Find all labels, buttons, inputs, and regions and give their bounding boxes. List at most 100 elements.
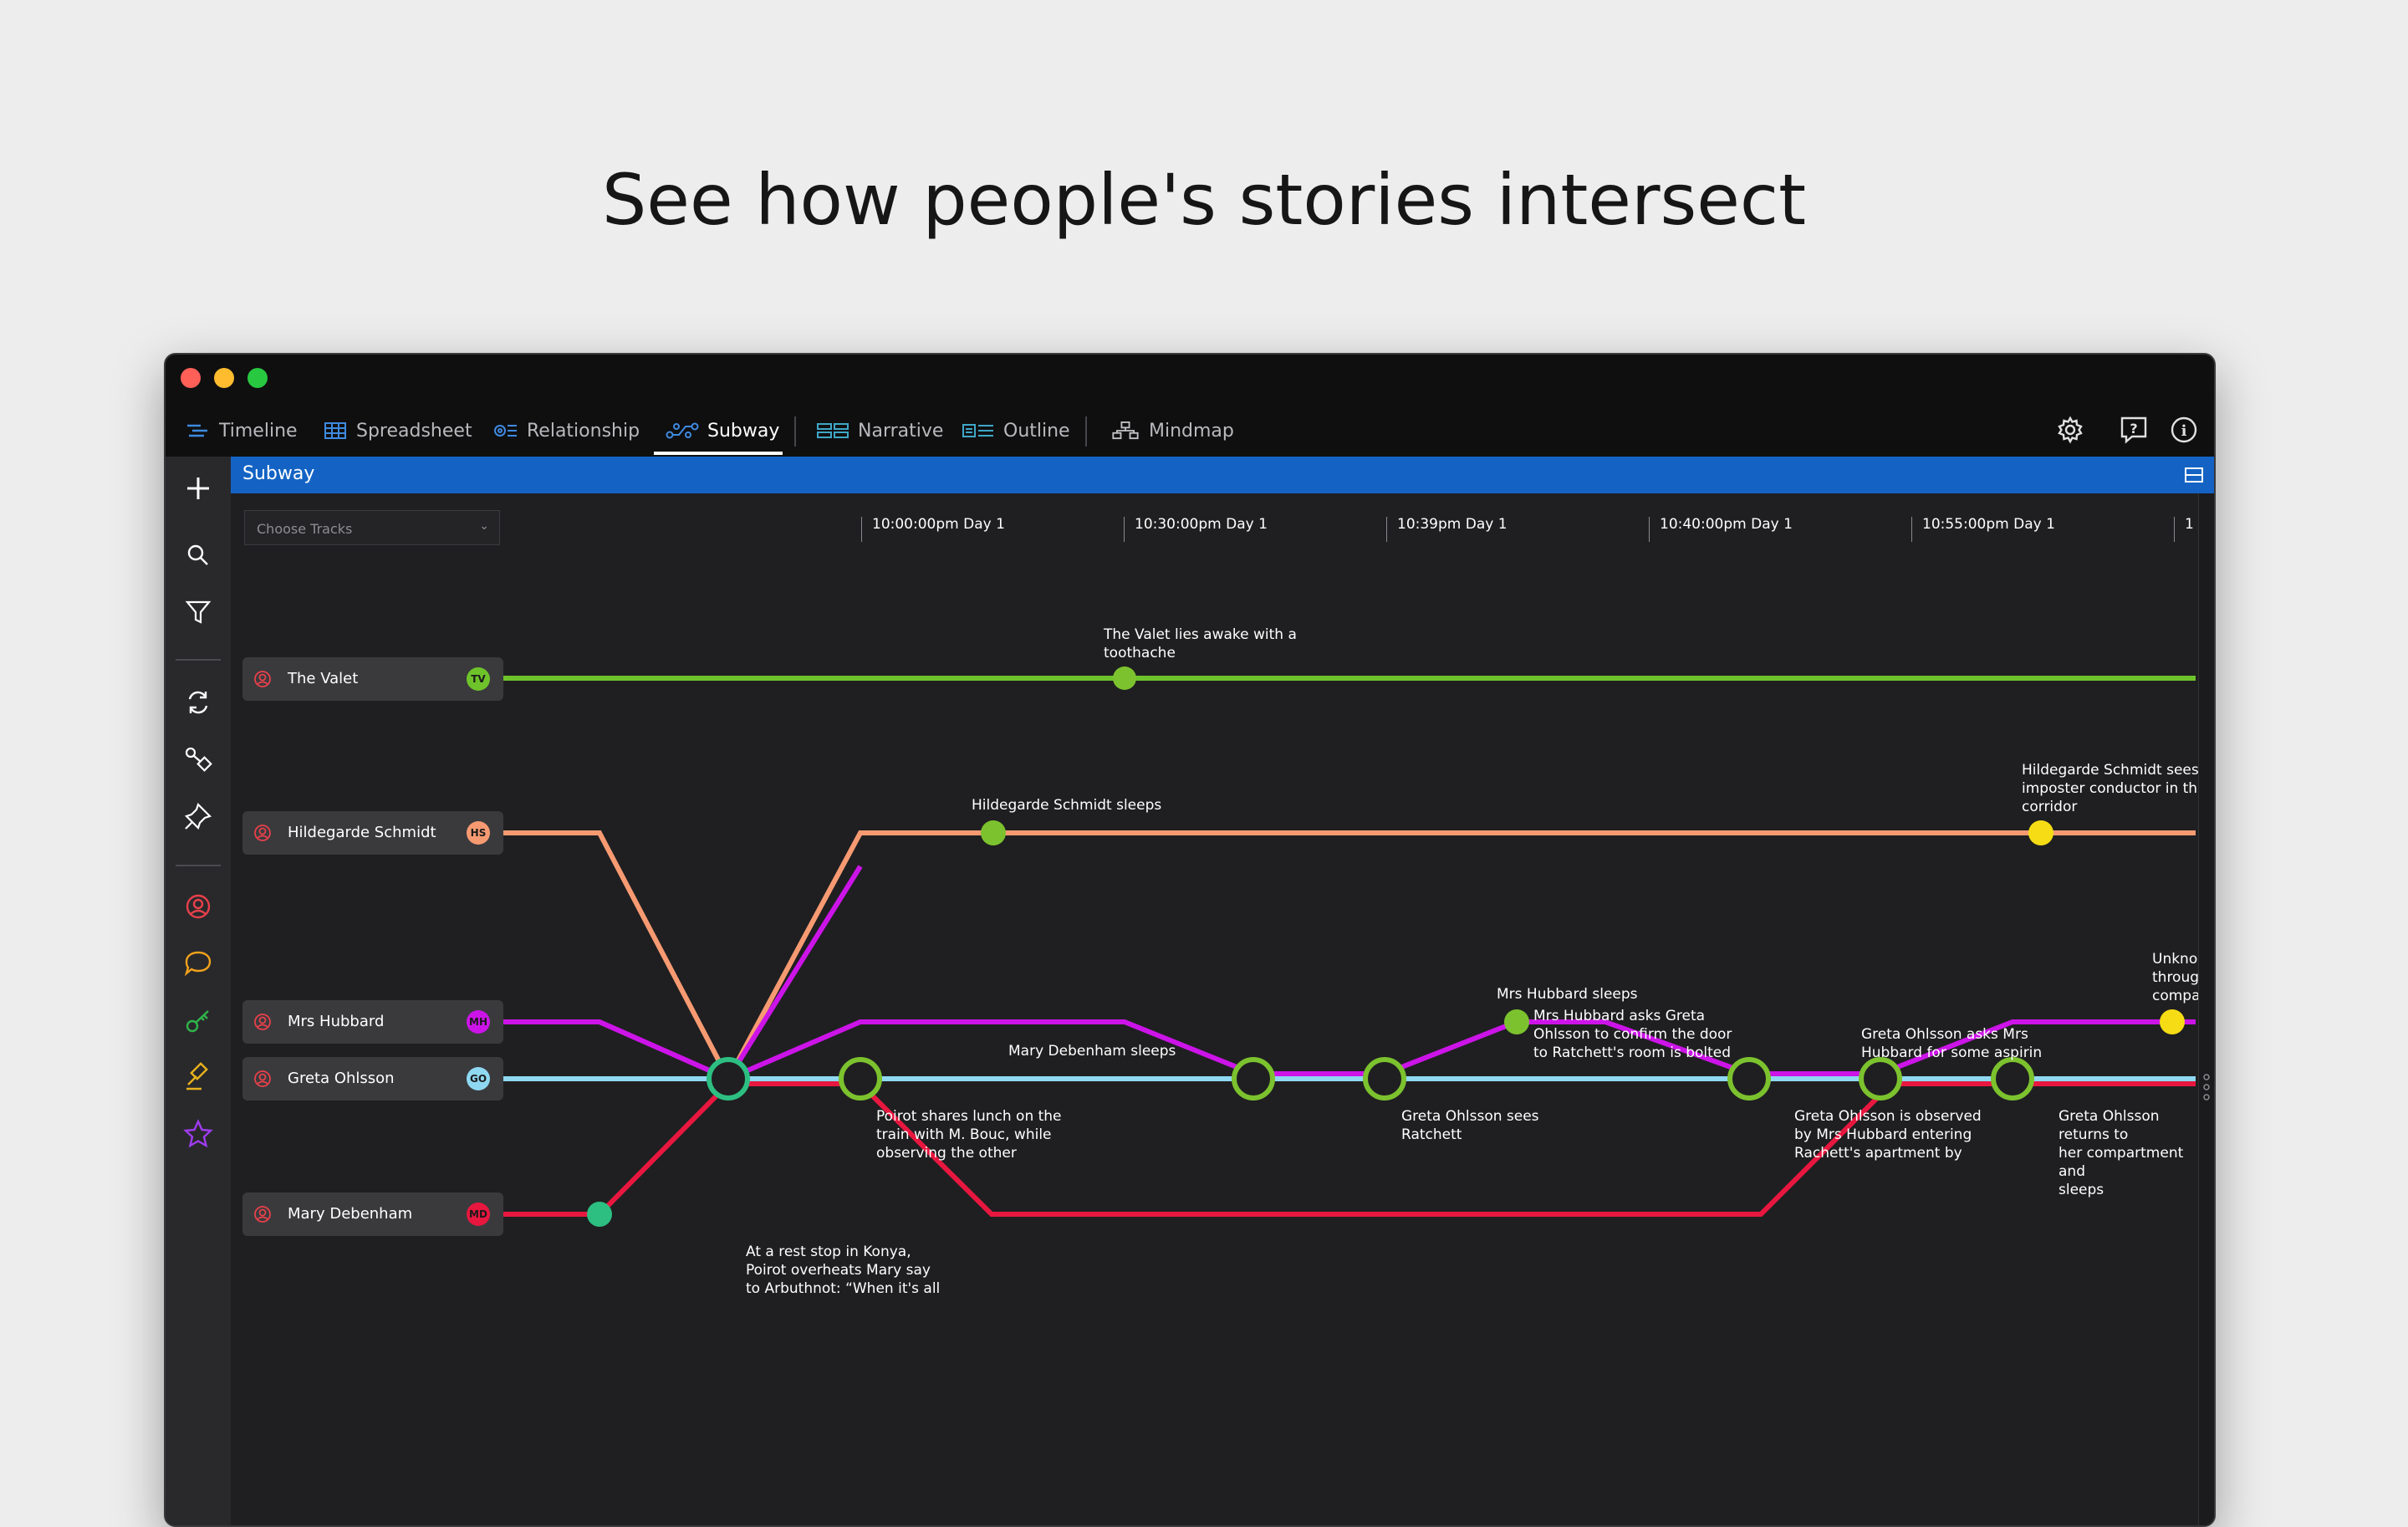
minimize-window-button[interactable]: [214, 368, 234, 388]
event-label-line: Greta Ohlsson sees: [1401, 1108, 1539, 1125]
search-icon[interactable]: [183, 540, 213, 570]
mindmap-icon: [1112, 421, 1139, 440]
event-label-line: Unkno: [2152, 951, 2198, 968]
event-label-line: Hildegarde Schmidt sleeps: [972, 797, 1162, 814]
event-label[interactable]: The Valet lies awake with a toothache: [1104, 626, 1297, 662]
sidebar-divider: [176, 865, 221, 866]
info-icon[interactable]: i: [2169, 415, 2199, 445]
event-label-line: Greta Ohlsson is observed: [1794, 1108, 1982, 1125]
choose-tracks-dropdown[interactable]: Choose Tracks ⌄: [244, 510, 500, 545]
event-label-line: Hubbard for some aspirin: [1861, 1044, 2043, 1061]
event-node-poirot-lunch: [707, 1057, 750, 1101]
track-name: Mrs Hubbard: [288, 1013, 385, 1030]
panel-title: Subway: [242, 463, 315, 484]
event-label[interactable]: Greta Ohlsson asks Mrs Hubbard for some …: [1861, 1025, 2042, 1062]
person-icon: [254, 1014, 271, 1030]
help-icon[interactable]: ?: [2119, 415, 2149, 445]
event-label[interactable]: Mary Debenham sleeps: [1008, 1042, 1176, 1060]
speech-bubble-icon[interactable]: [183, 948, 213, 978]
svg-text:i: i: [2181, 422, 2187, 440]
track-line-mary-debenham: [500, 1081, 2196, 1217]
collapse-panel-icon[interactable]: [2184, 465, 2204, 485]
track-card-greta-ohlsson[interactable]: Greta Ohlsson GO: [242, 1057, 503, 1101]
event-label-line: Poirot overheats Mary say: [746, 1262, 931, 1279]
event-node-mary-sleeps: [839, 1057, 882, 1101]
tab-label: Relationship: [527, 420, 640, 442]
track-badge: HS: [467, 821, 490, 845]
outline-icon: [962, 424, 993, 437]
settings-icon[interactable]: [2055, 415, 2085, 445]
title-bar: Timeline Spreadsheet Relationship Subway…: [166, 355, 2214, 457]
tab-narrative[interactable]: Narrative: [816, 405, 943, 457]
choose-tracks-placeholder: Choose Tracks: [257, 521, 353, 537]
person-icon: [254, 825, 271, 841]
tab-timeline[interactable]: Timeline: [186, 405, 298, 457]
tab-separator: [1085, 416, 1087, 447]
track-card-hildegarde-schmidt[interactable]: Hildegarde Schmidt HS: [242, 811, 503, 855]
person-icon[interactable]: [183, 891, 213, 922]
tab-subway[interactable]: Subway: [666, 405, 779, 457]
track-name: Greta Ohlsson: [288, 1070, 395, 1087]
timeline-tick: 10:55:00pm Day 1: [1911, 517, 2055, 542]
track-card-the-valet[interactable]: The Valet TV: [242, 657, 503, 701]
event-label[interactable]: Hildegarde Schmidt sees imposter conduct…: [2022, 761, 2206, 816]
tab-spreadsheet[interactable]: Spreadsheet: [323, 405, 472, 457]
key-icon[interactable]: [183, 1005, 213, 1035]
pin-icon[interactable]: [183, 801, 213, 831]
event-label-line: Mary Debenham sleeps: [1008, 1043, 1176, 1060]
link-icon[interactable]: [183, 744, 213, 774]
event-label-line: Hildegarde Schmidt sees: [2022, 762, 2199, 779]
event-label-line: to Ratchett's room is bolted: [1533, 1044, 1732, 1061]
subway-canvas[interactable]: Choose Tracks ⌄ 10:00:00pm Day 1 10:30:0…: [231, 493, 2214, 1525]
track-name: Hildegarde Schmidt: [288, 824, 436, 841]
zoom-window-button[interactable]: [247, 368, 268, 388]
event-node-unknown: [2160, 1009, 2185, 1034]
tab-label: Narrative: [858, 420, 944, 442]
vertical-scrollbar[interactable]: [2198, 493, 2214, 1525]
event-node-mary-rest-stop: [587, 1202, 612, 1227]
event-label[interactable]: Mrs Hubbard asks Greta Ohlsson to confir…: [1533, 1007, 1732, 1062]
event-label-line: observing the other: [876, 1145, 1017, 1162]
track-card-mary-debenham[interactable]: Mary Debenham MD: [242, 1192, 503, 1236]
tab-outline[interactable]: Outline: [962, 405, 1070, 457]
event-label[interactable]: Unkno throug compa: [2152, 950, 2201, 1005]
add-icon[interactable]: [183, 473, 213, 503]
panel-header: Subway: [231, 457, 2214, 493]
event-label-line: throug: [2152, 969, 2200, 986]
gavel-icon[interactable]: [183, 1062, 213, 1092]
track-badge: TV: [467, 667, 490, 691]
timeline-icon: [187, 424, 207, 437]
event-node-hubbard-sleeps: [1504, 1009, 1529, 1034]
event-node-hildegarde-sleeps: [981, 820, 1006, 845]
event-label[interactable]: Hildegarde Schmidt sleeps: [972, 796, 1161, 815]
tab-label: Spreadsheet: [356, 420, 472, 442]
relationship-icon: [494, 425, 517, 437]
track-name: Mary Debenham: [288, 1205, 413, 1223]
event-label[interactable]: Greta Ohlsson sees Ratchett: [1401, 1107, 1539, 1144]
svg-text:?: ?: [2130, 421, 2137, 437]
event-label[interactable]: Greta Ohlsson is observed by Mrs Hubbard…: [1794, 1107, 1982, 1162]
event-label[interactable]: Mrs Hubbard sleeps: [1497, 985, 1638, 1004]
subway-map: [500, 666, 2196, 1227]
tab-relationship[interactable]: Relationship: [493, 405, 640, 457]
track-card-mrs-hubbard[interactable]: Mrs Hubbard MH: [242, 1000, 503, 1044]
person-icon: [254, 1070, 271, 1087]
chevron-down-icon: ⌄: [479, 519, 489, 533]
filter-icon[interactable]: [183, 597, 213, 627]
event-label[interactable]: Greta Ohlsson returns to her compartment…: [2059, 1107, 2214, 1199]
star-icon[interactable]: [183, 1119, 213, 1149]
event-label-line: sleeps: [2059, 1182, 2104, 1198]
event-node-valet-toothache: [1113, 666, 1136, 690]
tab-mindmap[interactable]: Mindmap: [1110, 405, 1234, 457]
event-label[interactable]: At a rest stop in Konya, Poirot overheat…: [746, 1243, 940, 1298]
subway-icon: [666, 422, 699, 439]
close-window-button[interactable]: [181, 368, 201, 388]
refresh-icon[interactable]: [183, 687, 213, 718]
event-label-line: toothache: [1104, 645, 1176, 661]
event-label[interactable]: Poirot shares lunch on the train with M.…: [876, 1107, 1062, 1162]
drag-handle-icon[interactable]: [2201, 1070, 2212, 1104]
event-label-line: by Mrs Hubbard entering: [1794, 1126, 1972, 1143]
person-icon: [254, 671, 271, 687]
timeline-tick: 10:00:00pm Day 1: [861, 517, 1005, 542]
active-tab-indicator: [654, 452, 783, 455]
